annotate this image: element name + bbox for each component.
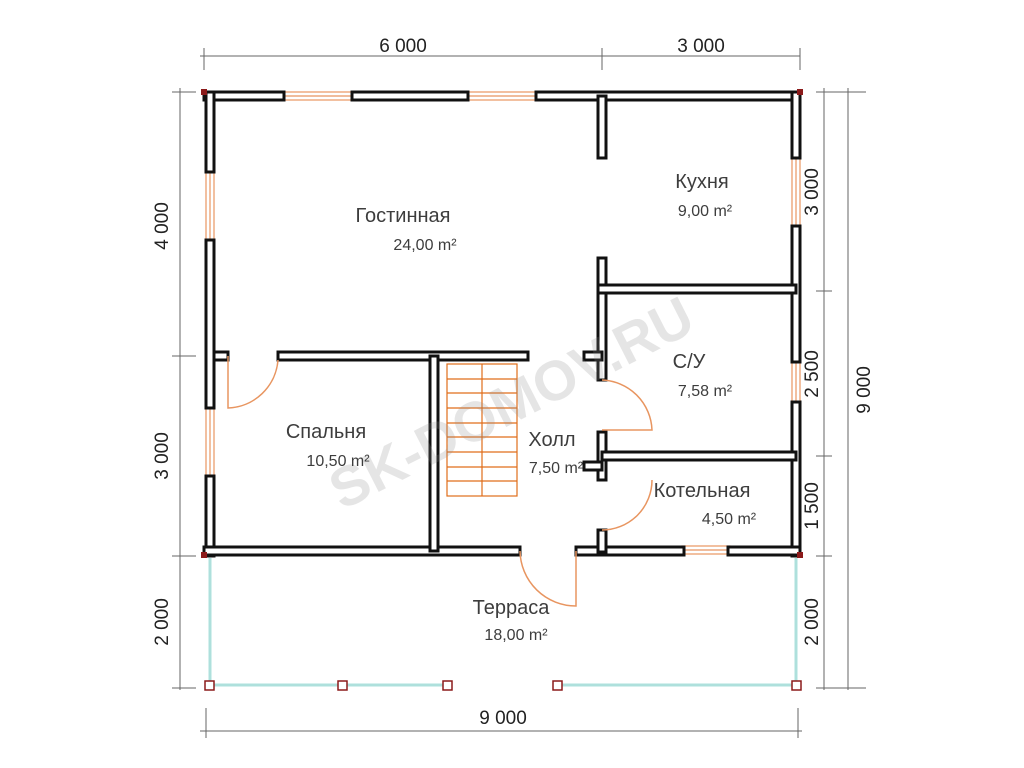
post [791, 680, 802, 691]
room-living-name: Гостинная [356, 205, 451, 227]
room-boiler-name: Котельная [654, 480, 751, 502]
dim-right-boiler: 1 500 [802, 482, 823, 530]
walls [202, 90, 802, 558]
post [552, 680, 563, 691]
dim-right-kitchen: 3 000 [802, 168, 823, 216]
room-bathroom-area: 7,58 m² [678, 383, 733, 400]
post [442, 680, 453, 691]
room-bedroom-area: 10,50 m² [306, 453, 370, 470]
dim-right-terrace: 2 000 [802, 598, 823, 646]
room-hall-area: 7,50 m² [529, 460, 584, 477]
dim-left-terrace: 2 000 [152, 598, 173, 646]
door-boiler [601, 479, 653, 531]
dim-top-right: 3 000 [677, 36, 725, 57]
dim-right-total: 9 000 [854, 366, 875, 414]
dim-left-upper: 4 000 [152, 202, 173, 250]
room-terrace-name: Терраса [473, 597, 551, 619]
doors [227, 356, 653, 607]
room-living-area: 24,00 m² [393, 237, 457, 254]
staircase [446, 363, 518, 497]
post [204, 680, 215, 691]
room-hall-name: Холл [528, 429, 575, 451]
dim-right-bath: 2 500 [802, 350, 823, 398]
door-bathroom [601, 379, 653, 431]
watermark: SK-DOMOV.RU [319, 284, 703, 521]
room-boiler-area: 4,50 m² [702, 511, 757, 528]
dimension-lines [172, 48, 866, 738]
dim-left-lower: 3 000 [152, 432, 173, 480]
dim-bottom: 9 000 [479, 708, 527, 729]
room-terrace-area: 18,00 m² [484, 627, 548, 644]
room-bedroom-name: Спальня [286, 421, 366, 443]
terrace [204, 558, 802, 691]
corner-markers [201, 89, 803, 558]
door-entrance [519, 550, 577, 607]
room-bathroom-name: С/У [673, 351, 706, 373]
room-kitchen-area: 9,00 m² [678, 203, 733, 220]
dim-top-left: 6 000 [379, 36, 427, 57]
post [337, 680, 348, 691]
room-kitchen-name: Кухня [675, 171, 729, 193]
door-bedroom [227, 356, 279, 409]
